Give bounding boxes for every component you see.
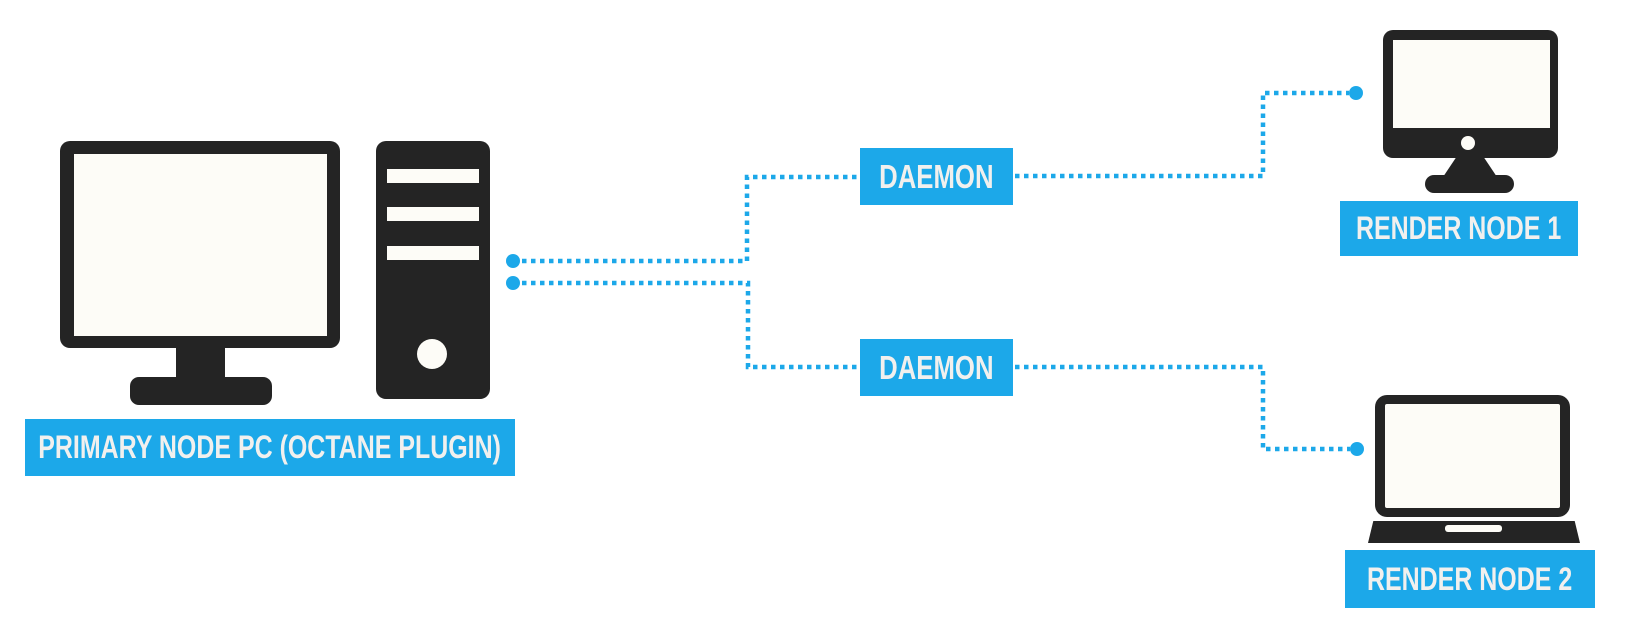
render-node-2-laptop-base <box>1368 521 1580 543</box>
connector-daemon2-to-node2 <box>1015 364 1350 452</box>
daemon-1-label-text: DAEMON <box>879 157 994 195</box>
render-node-2-label: RENDER NODE 2 <box>1345 550 1595 608</box>
render-node-1-monitor-icon <box>1383 30 1558 158</box>
port-dot-render-node-1 <box>1349 86 1363 100</box>
tower-drive-slot <box>387 207 479 221</box>
port-dot-primary-top <box>506 254 520 268</box>
primary-monitor-stand-neck <box>176 346 225 380</box>
render-node-2-touchpad-notch <box>1445 525 1502 532</box>
render-node-1-screen <box>1393 40 1550 128</box>
primary-monitor-stand-base <box>130 377 272 405</box>
primary-monitor-icon <box>60 141 340 348</box>
primary-monitor-screen <box>74 154 327 336</box>
render-node-1-label-text: RENDER NODE 1 <box>1356 210 1562 246</box>
primary-node-label-text: PRIMARY NODE PC (OCTANE PLUGIN) <box>38 429 502 465</box>
render-node-1-stand-base <box>1425 175 1514 193</box>
render-node-1-camera-dot <box>1461 136 1475 150</box>
port-dot-render-node-2 <box>1350 442 1364 456</box>
connector-primary-to-daemon1 <box>513 174 858 264</box>
render-node-2-laptop-icon <box>1375 395 1570 517</box>
tower-drive-slot <box>387 169 479 183</box>
render-node-2-label-text: RENDER NODE 2 <box>1367 560 1573 597</box>
primary-tower-icon <box>376 141 490 399</box>
render-node-1-stand-neck <box>1443 156 1497 177</box>
daemon-2-box: DAEMON <box>860 339 1013 396</box>
connector-primary-to-daemon2 <box>513 280 858 370</box>
render-node-2-screen <box>1385 404 1560 508</box>
connector-daemon1-to-node1 <box>1015 90 1349 179</box>
daemon-2-label-text: DAEMON <box>879 348 994 386</box>
tower-power-button-icon <box>417 339 447 369</box>
primary-node-label: PRIMARY NODE PC (OCTANE PLUGIN) <box>25 419 515 476</box>
daemon-1-box: DAEMON <box>860 148 1013 205</box>
render-node-1-label: RENDER NODE 1 <box>1340 201 1578 256</box>
port-dot-primary-bottom <box>506 276 520 290</box>
tower-drive-slot <box>387 246 479 260</box>
